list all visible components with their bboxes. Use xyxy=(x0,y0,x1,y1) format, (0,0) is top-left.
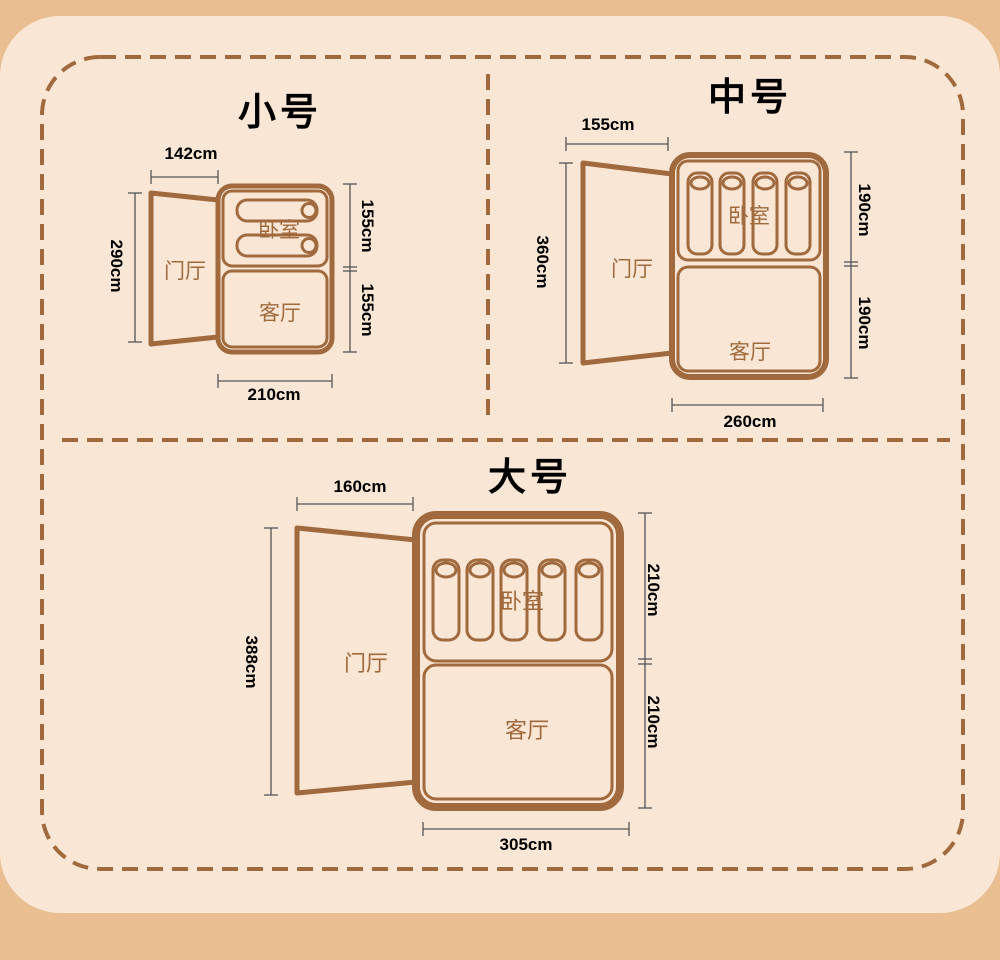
vestibule-label: 门厅 xyxy=(344,652,388,677)
dimension-label: 155cm xyxy=(358,200,377,253)
dimension-label: 260cm xyxy=(724,412,777,431)
vestibule-label: 门厅 xyxy=(164,259,206,283)
dimension-label: 290cm xyxy=(107,240,126,293)
sleeping-pads xyxy=(686,171,812,256)
sleeping-pad xyxy=(431,558,461,642)
panel-title: 中号 xyxy=(708,75,792,119)
dimension-label: 160cm xyxy=(334,477,387,496)
panel-medium: 中号 门厅 卧室 客厅 155cm 360cm 190cm 190cm 260c… xyxy=(533,75,874,431)
sleeping-pad xyxy=(537,558,567,642)
living-label: 客厅 xyxy=(259,301,301,325)
dimension-label: 388cm xyxy=(242,636,261,689)
dimension-lines xyxy=(559,137,858,412)
living-label: 客厅 xyxy=(729,340,771,364)
dimension-label: 305cm xyxy=(500,835,553,854)
sleeping-pads xyxy=(431,558,604,642)
sleeping-pad xyxy=(574,558,604,642)
panel-small: 小号 门厅 卧室 客厅 142cm 290cm 155cm 155cm 210c… xyxy=(107,90,377,404)
sleeping-pad xyxy=(718,171,746,256)
panel-title: 大号 xyxy=(488,455,572,499)
dimension-label: 155cm xyxy=(582,115,635,134)
bedroom-label: 卧室 xyxy=(500,590,544,615)
dimension-label: 142cm xyxy=(165,144,218,163)
bedroom-label: 卧室 xyxy=(258,218,300,242)
tent-body xyxy=(412,511,624,811)
living-area xyxy=(676,265,822,373)
bedroom-label: 卧室 xyxy=(728,204,770,228)
living-area xyxy=(422,663,614,801)
panel-large: 大号 门厅 卧室 客厅 160cm 388cm 210cm 210cm 305c… xyxy=(242,455,663,854)
vestibule-label: 门厅 xyxy=(611,257,653,281)
sleeping-pad xyxy=(751,171,779,256)
sleeping-pad xyxy=(686,171,714,256)
tent-body xyxy=(669,152,829,380)
dimension-label: 210cm xyxy=(248,385,301,404)
dimension-lines xyxy=(264,497,652,836)
dimension-label: 190cm xyxy=(855,184,874,237)
sleeping-pad xyxy=(784,171,812,256)
living-label: 客厅 xyxy=(505,719,549,744)
sleeping-pad xyxy=(499,558,529,642)
living-area xyxy=(221,269,329,349)
dimension-label: 210cm xyxy=(644,696,663,749)
dimension-label: 155cm xyxy=(358,284,377,337)
dimension-label: 210cm xyxy=(644,564,663,617)
dimension-label: 360cm xyxy=(533,236,552,289)
sleeping-pad xyxy=(465,558,495,642)
dimension-label: 190cm xyxy=(855,297,874,350)
panel-title: 小号 xyxy=(238,90,322,134)
dashed-frame xyxy=(40,55,965,871)
dimension-lines xyxy=(128,170,357,388)
tent-body xyxy=(215,183,335,355)
sleeping-pads xyxy=(235,198,319,258)
